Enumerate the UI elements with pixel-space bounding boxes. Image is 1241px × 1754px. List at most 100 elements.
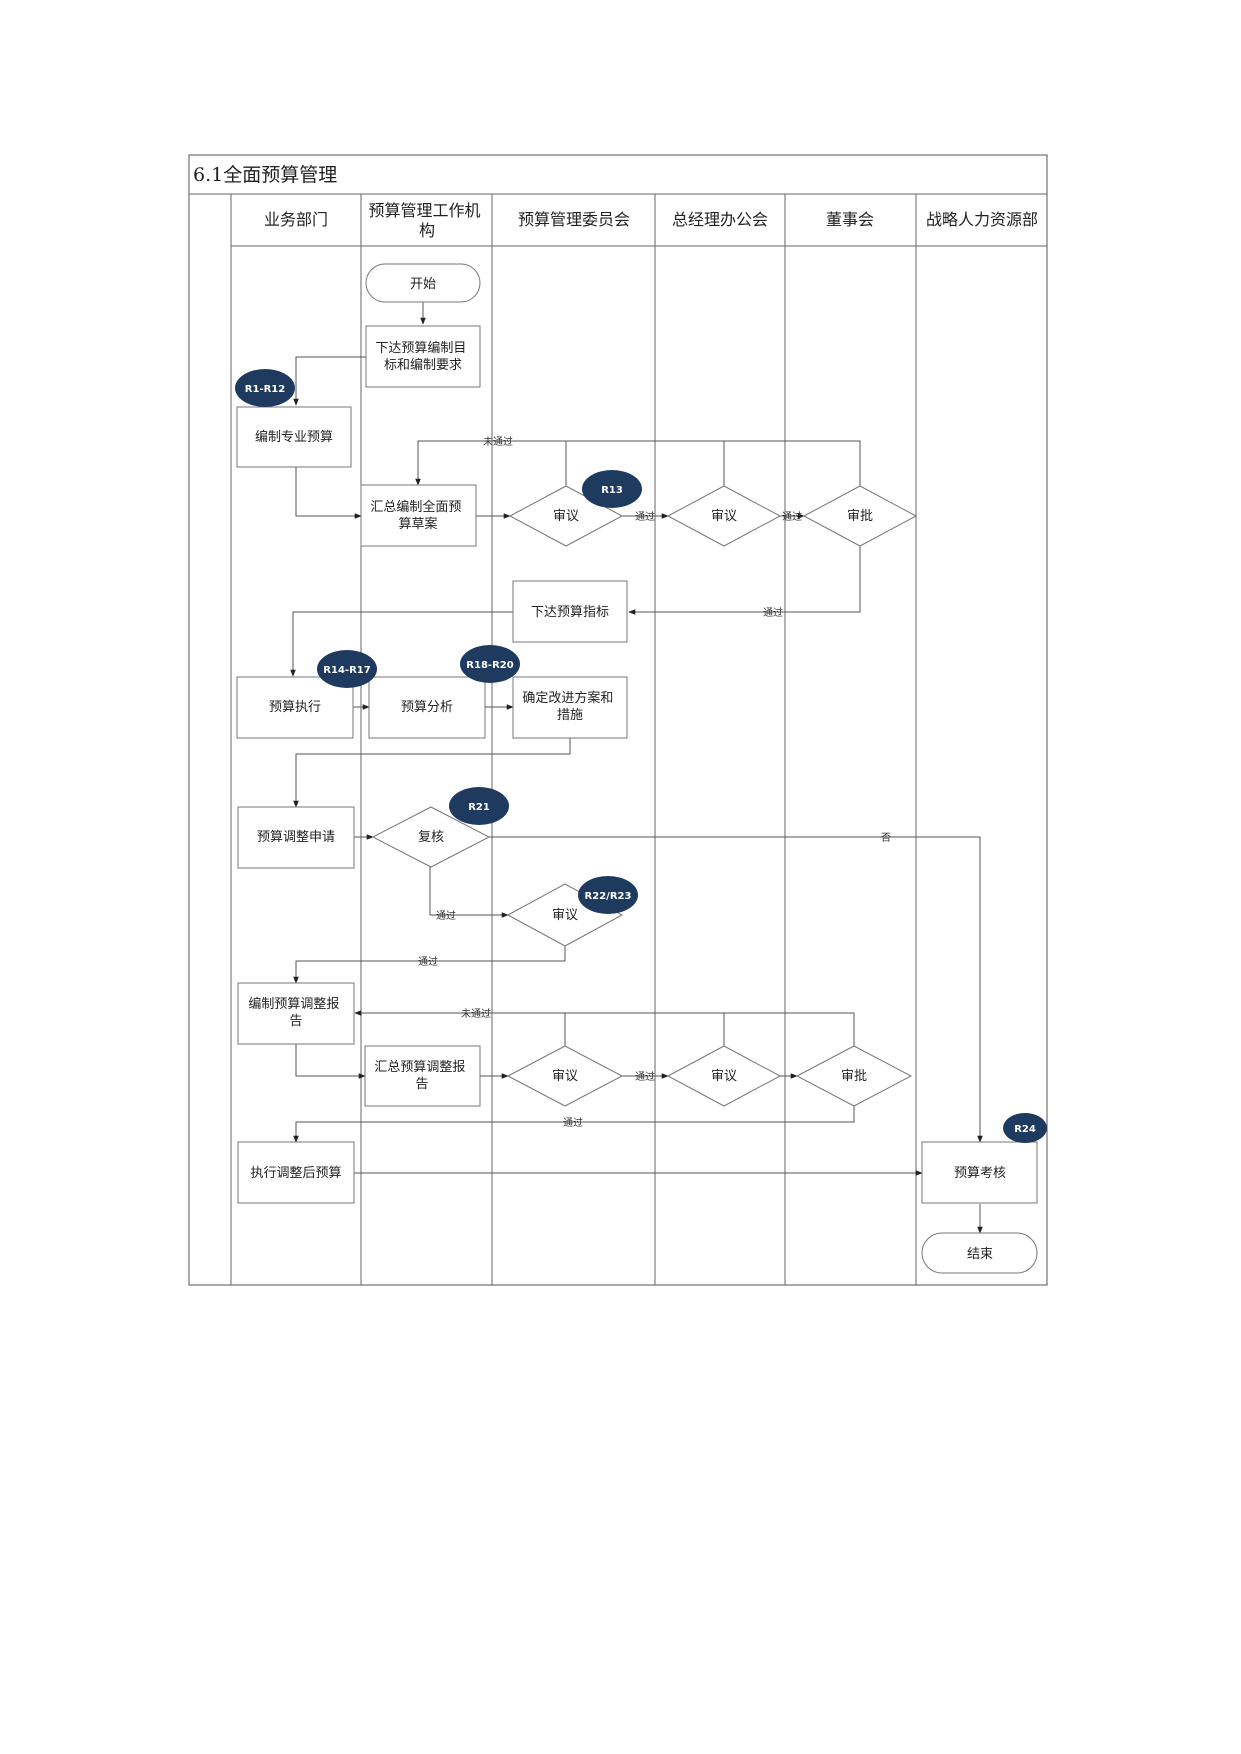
node-compile-adjust-report	[364, 1045, 481, 1107]
risk-badge-r13-label: R13	[601, 485, 623, 496]
node-approve-board-3-label: 审批	[841, 1069, 867, 1084]
node-prepare-dept-budget-label: 编制专业预算	[255, 430, 333, 445]
edge-recheck-to-review2	[429, 867, 509, 918]
node-improvement-plan	[512, 676, 628, 739]
node-compile-draft-line2: 算草案	[398, 517, 437, 532]
node-analyze-budget-label: 预算分析	[401, 700, 453, 715]
edge-label-passed-recheck: 通过	[436, 909, 456, 922]
node-compile-draft-line1: 汇总编制全面预	[370, 499, 461, 515]
risk-badge-r13	[582, 470, 642, 508]
node-review-gm-3	[666, 1045, 782, 1107]
node-execute-adjusted	[237, 1141, 355, 1204]
edge-label-passed-gm1: 通过	[782, 510, 802, 523]
edge-rejected-loop-3	[354, 1010, 855, 1046]
node-prepare-adjust-report-line1: 编制预算调整报	[248, 997, 339, 1012]
lane-header-board: 董事会	[826, 210, 874, 229]
node-recheck-label: 复核	[418, 830, 444, 845]
edge-board3-to-execute-adjusted	[293, 1106, 855, 1143]
edge-label-passed-board3: 通过	[563, 1116, 583, 1129]
edge-targets-to-dept-budget	[293, 356, 366, 406]
node-approve-board-1	[802, 485, 918, 547]
lane-header-business-dept: 业务部门	[264, 210, 328, 229]
node-prepare-adjust-report	[237, 982, 355, 1045]
risk-badge-r24	[1003, 1113, 1047, 1143]
node-issue-targets	[365, 325, 481, 388]
node-issue-targets-label: 下达预算编制目 标和编制要求	[375, 341, 470, 373]
node-execute-budget	[236, 676, 354, 739]
risk-badge-r1-r12-label: R1-R12	[245, 384, 285, 395]
node-review-committee-2-label: 审议	[552, 908, 578, 923]
edge-plan-to-adjust-request	[293, 738, 571, 808]
lane-header-budget-office-line1: 预算管理工作机	[368, 201, 480, 220]
node-review-committee-3-label: 审议	[552, 1069, 578, 1084]
risk-badge-r24-label: R24	[1014, 1124, 1036, 1135]
diagram-title: 6.1全面预算管理	[193, 164, 337, 186]
edge-recheck-no-to-assessment	[489, 836, 983, 1143]
outer-frame	[188, 154, 1048, 1286]
edge-label-passed-review3: 通过	[635, 1070, 655, 1083]
node-compile-adjust-report-line2: 告	[415, 1077, 428, 1092]
risk-badge-r14-r17	[317, 650, 377, 688]
node-approve-board-3	[795, 1045, 913, 1107]
risk-badge-r18-r20-label: R18-R20	[466, 660, 513, 671]
edge-indicators-to-execute	[290, 611, 513, 677]
node-execute-budget-label: 预算执行	[269, 700, 321, 715]
node-review-gm-1	[666, 485, 782, 547]
node-issue-targets-line2: 标和编制要求	[384, 358, 462, 373]
node-review-committee-1-label: 审议	[553, 509, 579, 524]
lane-header-budget-office: 预算管理工作机 构	[368, 201, 485, 240]
risk-badge-r22-r23-label: R22/R23	[585, 891, 632, 902]
lane-header-budget-office-line2: 构	[419, 221, 435, 240]
lane-header-gm-office: 总经理办公会	[672, 210, 768, 229]
node-adjust-request-label: 预算调整申请	[257, 830, 335, 845]
risk-badge-r1-r12	[235, 369, 295, 407]
node-approve-board-1-label: 审批	[847, 509, 873, 524]
node-compile-adjust-report-label: 汇总预算调整报 告	[374, 1060, 469, 1092]
node-improvement-plan-line2: 措施	[557, 708, 583, 723]
risk-badge-r22-r23	[578, 876, 638, 914]
edge-label-not-passed-1: 未通过	[483, 435, 513, 448]
node-compile-draft-label: 汇总编制全面预 算草案	[370, 499, 465, 532]
node-improvement-plan-label: 确定改进方案和 措施	[522, 690, 617, 723]
node-budget-assessment-label: 预算考核	[954, 1166, 1006, 1181]
edge-review2-to-adjust-report	[293, 946, 566, 984]
node-end	[921, 1232, 1038, 1274]
edge-label-no-recheck: 否	[881, 832, 891, 844]
edge-dept-budget-to-draft	[295, 467, 362, 519]
node-review-gm-1-label: 审议	[711, 509, 737, 524]
edge-board1-to-indicators	[628, 546, 861, 615]
node-adjust-request	[237, 806, 355, 869]
risk-badge-r21-label: R21	[468, 802, 490, 813]
risk-badge-r18-r20	[460, 645, 520, 683]
lane-header-hr-strategy: 战略人力资源部	[926, 210, 1038, 229]
node-issue-targets-line1: 下达预算编制目	[375, 341, 466, 356]
node-issue-indicators-label: 下达预算指标	[531, 605, 609, 620]
node-compile-adjust-report-line1: 汇总预算调整报	[374, 1060, 465, 1075]
node-prepare-adjust-report-line2: 告	[289, 1014, 302, 1029]
node-review-committee-3	[506, 1045, 624, 1107]
node-improvement-plan-line1: 确定改进方案和	[522, 690, 613, 706]
edge-label-not-passed-3: 未通过	[461, 1007, 491, 1020]
node-compile-draft	[360, 484, 477, 547]
node-analyze-budget	[368, 676, 486, 739]
node-end-label: 结束	[967, 1247, 993, 1262]
edge-rejected-loop-1	[415, 440, 567, 488]
risk-badge-r14-r17-label: R14-R17	[323, 665, 370, 676]
node-review-gm-3-label: 审议	[711, 1069, 737, 1084]
node-recheck	[371, 806, 491, 868]
node-issue-indicators	[512, 580, 628, 643]
risk-badge-r21	[449, 787, 509, 825]
node-prepare-adjust-report-label: 编制预算调整报 告	[248, 997, 343, 1029]
node-start-label: 开始	[410, 277, 436, 292]
node-prepare-dept-budget	[236, 406, 352, 468]
edge-label-passed-review1: 通过	[635, 510, 655, 523]
node-execute-adjusted-label: 执行调整后预算	[250, 1166, 341, 1181]
edge-rejected-loop-1-board	[566, 440, 861, 488]
edge-adjust-report-to-compile	[295, 1044, 366, 1079]
lane-header-budget-committee: 预算管理委员会	[518, 210, 630, 229]
node-budget-assessment	[921, 1141, 1038, 1204]
node-start	[365, 263, 481, 303]
edge-label-passed-review2: 通过	[418, 955, 438, 968]
edge-label-passed-board1: 通过	[763, 606, 783, 619]
